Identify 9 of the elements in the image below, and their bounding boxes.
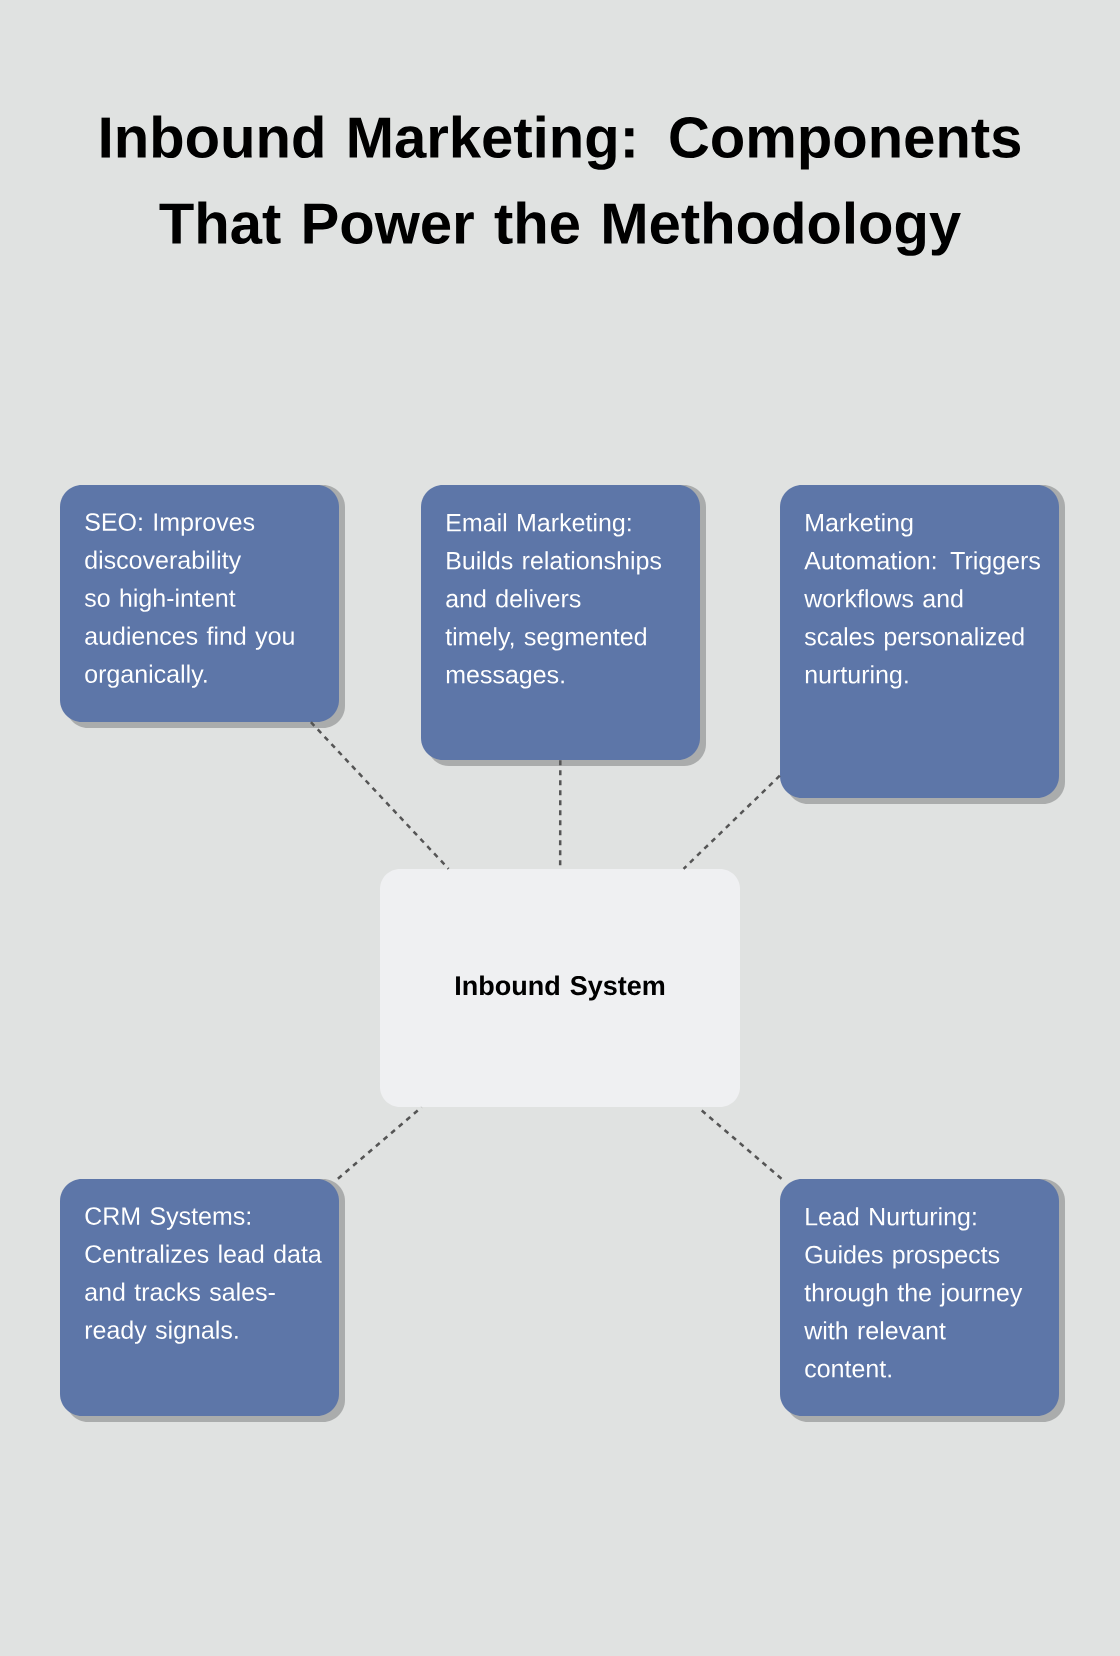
component-box: Lead Nurturing: Guides prospects through the journey with relevant content. [780,1179,1059,1416]
component-box: Marketing Automation: Triggers workflows and scales personalized nurturing. [780,485,1059,798]
connector-line [310,721,450,870]
connector-line [682,774,781,870]
title: Inbound Marketing: Components That Power the Methodology [101,115,1021,256]
center-box: Inbound System [380,869,740,1107]
component-box: SEO: Improves discoverability so high-intent audiences find you organically. [60,485,339,722]
component-box: Email Marketing: Builds relationships and delivers timely, segmented messages. [421,485,700,760]
component-box: CRM Systems: Centralizes lead data and tracks sales-ready signals. [60,1179,339,1416]
